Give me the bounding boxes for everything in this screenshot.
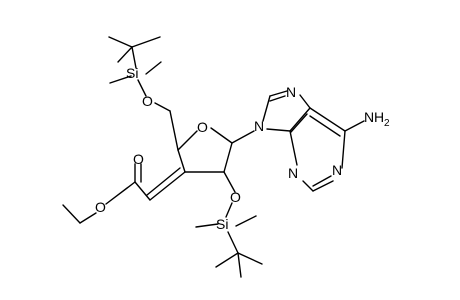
- bond-c2-n1: [312, 180, 334, 192]
- atom-o-top: O: [142, 93, 153, 109]
- bond-c4-n3: [289, 130, 298, 166]
- bond-tbu-methyl-3: [117, 46, 133, 63]
- bond-tbu-si-top: [131, 46, 137, 69]
- atom-si-top: Si: [126, 65, 138, 81]
- bond-n7-c5: [299, 94, 311, 109]
- atom-o-bottom: O: [230, 189, 241, 205]
- bond-c8-n7: [269, 90, 288, 97]
- bond-si-methyl-bottom-1: [195, 223, 219, 228]
- bond-n9-c8: [262, 95, 271, 122]
- bond-n1-c6: [341, 130, 346, 169]
- bond-ch2-c4: [169, 110, 179, 151]
- bond-tbu-methyl-1: [108, 36, 133, 48]
- bond-oring-c1: [210, 127, 233, 144]
- atom-nh2-n: N: [364, 109, 374, 125]
- atom-n1: N: [332, 162, 342, 178]
- atom-n3: N: [288, 165, 298, 181]
- bond-tbu-methyl-2: [131, 36, 161, 48]
- bond-si-methyl-top-1: [109, 75, 132, 84]
- top-tbs-group: [108, 36, 179, 151]
- bond-c4-n9: [266, 128, 291, 132]
- atom-o-ring: O: [197, 119, 208, 135]
- ester-side-chain: [62, 163, 186, 224]
- atom-nh2-h: H: [374, 109, 384, 125]
- bond-vinyl-carbonyl: [134, 181, 151, 201]
- bond-o-si-bottom: [225, 202, 233, 218]
- bond-c5-c4: [289, 107, 311, 132]
- bond-ethyl-methyl: [62, 204, 81, 224]
- bond-tbu-bottom-methyl-3: [237, 252, 242, 278]
- bond-c1-c2: [223, 142, 233, 173]
- bond-si-tbu-bottom: [227, 231, 239, 254]
- bond-tbu-bottom-methyl-2: [237, 252, 263, 265]
- bond-c5-c4-double: [290, 113, 308, 133]
- bond-c2-o-bottom: [223, 171, 236, 193]
- bond-carbonyl-oester: [105, 181, 136, 205]
- atom-nh2-subscript: 2: [384, 118, 390, 129]
- bond-c3-c4: [177, 149, 186, 173]
- furanose-ring: [177, 127, 233, 173]
- bond-c3-vinyl: [149, 171, 186, 201]
- bond-si-methyl-top-2: [145, 61, 162, 75]
- bond-c1-n9: [231, 130, 255, 144]
- bond-c6-c5-double: [309, 115, 341, 137]
- bond-c4-oring: [177, 130, 198, 151]
- adenine-base: [231, 90, 365, 192]
- bond-si-o-top: [137, 79, 147, 97]
- atom-o-ester: O: [95, 199, 106, 215]
- bottom-tbs-group: [195, 171, 263, 278]
- bond-c6-nh2: [344, 120, 365, 132]
- bond-c3-vinyl-double: [146, 167, 181, 196]
- atom-o-carbonyl: O: [133, 151, 144, 167]
- bond-c8-n7-double: [269, 95, 286, 102]
- bond-c2-n1-double: [312, 175, 332, 187]
- bond-o-ch2-top: [154, 102, 171, 112]
- bond-tbu-bottom-methyl-1: [215, 252, 239, 268]
- bond-c6-c5: [309, 107, 346, 132]
- bond-si-methyl-bottom-2: [235, 215, 257, 227]
- atom-n7: N: [286, 84, 296, 100]
- bond-n3-c2: [302, 180, 314, 192]
- bond-oester-ethyl: [79, 212, 97, 224]
- atom-n9: N: [254, 118, 264, 134]
- atom-si-bottom: Si: [216, 216, 228, 232]
